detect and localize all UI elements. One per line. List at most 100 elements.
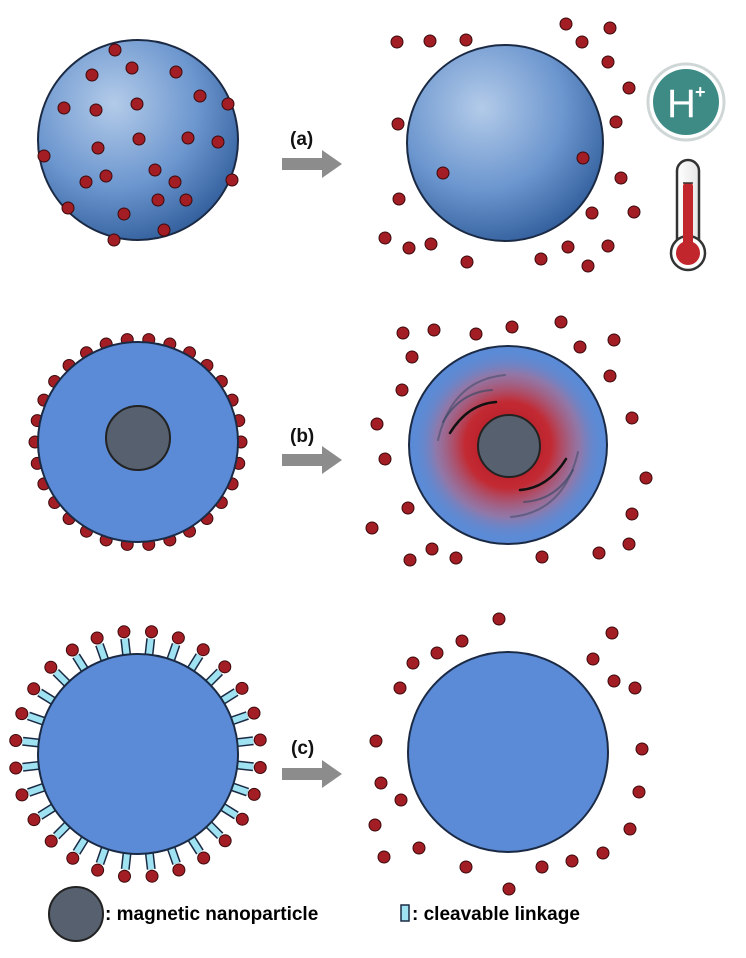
cleavable-linkage: [27, 784, 45, 796]
drug-molecule: [44, 660, 58, 674]
drug-molecule: [625, 507, 639, 521]
cleavable-linkage: [231, 783, 249, 795]
drug-molecule: [369, 734, 383, 748]
drug-molecule: [117, 625, 131, 639]
cleavable-linkage: [38, 804, 56, 819]
drug-molecule: [247, 706, 261, 720]
cleavable-linkage: [73, 837, 88, 854]
drug-molecule: [395, 383, 409, 397]
drug-molecule: [436, 166, 450, 180]
drug-molecule: [554, 315, 568, 329]
drug-molecule: [449, 551, 463, 565]
released-drug-molecules: [378, 17, 641, 273]
drug-molecule: [9, 733, 23, 747]
drug-molecule: [145, 625, 159, 639]
drug-molecule: [89, 103, 103, 117]
linked-particle-c-left: [9, 625, 267, 883]
drug-molecule: [394, 793, 408, 807]
drug-molecule: [575, 35, 589, 49]
drug-molecule: [402, 241, 416, 255]
drug-molecule: [218, 834, 232, 848]
row-a: (a) H +: [37, 17, 726, 273]
drug-molecule: [622, 81, 636, 95]
drug-molecule: [632, 785, 646, 799]
drug-molecule: [374, 776, 388, 790]
drug-molecule: [181, 131, 195, 145]
drug-molecule: [492, 612, 506, 626]
drug-molecule: [108, 43, 122, 57]
drug-molecule: [405, 350, 419, 364]
drug-molecule: [460, 255, 474, 269]
drug-molecule: [393, 681, 407, 695]
drug-molecule: [502, 882, 516, 896]
row-c: (c): [9, 612, 649, 896]
drug-molecule: [91, 141, 105, 155]
drug-molecule: [425, 542, 439, 556]
drug-molecule: [609, 115, 623, 129]
drug-molecule: [378, 452, 392, 466]
cleavable-linkage: [237, 737, 254, 746]
drug-molecule: [576, 151, 590, 165]
arrow-a: (a): [282, 129, 342, 178]
released-drug-molecules: [365, 315, 653, 567]
drug-molecules: [37, 43, 239, 247]
drug-molecule: [535, 860, 549, 874]
drug-molecule: [391, 117, 405, 131]
drug-molecule: [151, 193, 165, 207]
row-b: (b): [28, 315, 653, 567]
drug-molecule: [423, 34, 437, 48]
drug-molecule: [235, 812, 249, 826]
drug-molecule: [90, 631, 104, 645]
drug-molecule: [15, 707, 29, 721]
cleavable-linkage: [231, 712, 249, 724]
loaded-sphere-a: [37, 39, 239, 247]
drug-molecule: [607, 333, 621, 347]
hplus-icon: H +: [646, 62, 726, 142]
cleavable-linkage: [167, 643, 179, 661]
drug-molecule: [197, 851, 211, 865]
drug-molecule: [91, 863, 105, 877]
drug-molecule: [132, 132, 146, 146]
drug-molecule: [79, 175, 93, 189]
drug-molecule: [505, 320, 519, 334]
drug-molecule: [148, 163, 162, 177]
drug-molecule: [401, 501, 415, 515]
drug-molecule: [235, 681, 249, 695]
arrow-c: (c): [282, 738, 342, 788]
cleavable-linkage: [220, 689, 238, 704]
cleavable-linkage: [206, 669, 222, 686]
drug-molecule: [130, 97, 144, 111]
drug-molecule: [565, 854, 579, 868]
drug-molecule: [15, 788, 29, 802]
polymer-shell: [407, 651, 609, 853]
drug-molecule: [253, 761, 267, 775]
drug-molecule: [107, 233, 121, 247]
drug-molecule: [581, 259, 595, 273]
drug-molecule: [168, 175, 182, 189]
drug-molecule: [169, 65, 183, 79]
drug-molecule: [427, 323, 441, 337]
drug-molecule: [592, 546, 606, 560]
cleavable-linkage: [96, 643, 108, 661]
drug-molecule: [459, 860, 473, 874]
drug-molecule: [65, 643, 79, 657]
cleavable-linkage: [121, 638, 130, 655]
drug-molecule: [561, 240, 575, 254]
drug-molecule: [211, 135, 225, 149]
arrow-b: (b): [282, 426, 342, 474]
drug-molecule: [559, 17, 573, 31]
drug-molecule: [627, 205, 641, 219]
heated-particle-b-right: [365, 315, 653, 567]
drug-molecule: [117, 869, 131, 883]
drug-molecule: [9, 761, 23, 775]
cleavable-linkages: [9, 625, 267, 883]
drug-molecule: [61, 201, 75, 215]
drug-molecule: [377, 850, 391, 864]
arrow-right-icon: [282, 760, 342, 788]
cleavable-linkage: [188, 654, 203, 671]
drug-molecule: [586, 652, 600, 666]
drug-molecule: [218, 660, 232, 674]
drug-molecule: [623, 822, 637, 836]
drug-molecule: [396, 326, 410, 340]
magnetic-nanoparticle-legend-icon: [48, 886, 104, 942]
